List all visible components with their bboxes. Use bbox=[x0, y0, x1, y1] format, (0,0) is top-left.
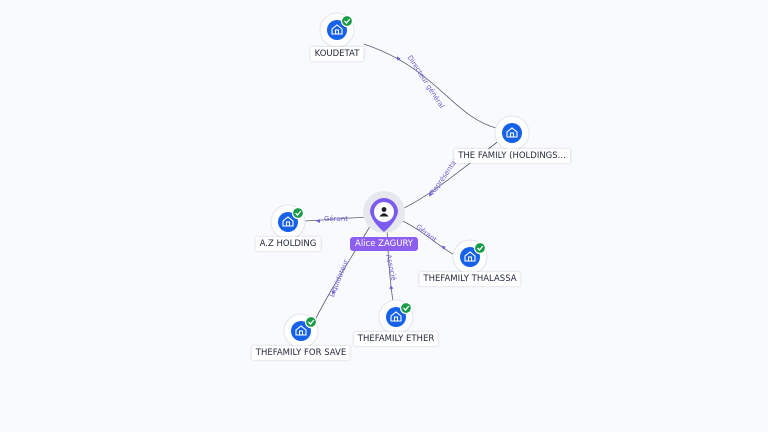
verified-check-icon bbox=[340, 14, 354, 28]
company-label-koudetat[interactable]: KOUDETAT bbox=[310, 47, 364, 61]
relation-edge-g-rant bbox=[397, 218, 457, 257]
relation-edge-g-rant bbox=[303, 216, 371, 222]
company-label-thefamily-thalassa[interactable]: THEFAMILY THALASSA bbox=[419, 272, 521, 286]
person-icon bbox=[379, 207, 389, 217]
company-node-koudetat[interactable] bbox=[319, 12, 355, 48]
company-node-thefamily-ether[interactable] bbox=[378, 299, 414, 335]
company-building-icon bbox=[390, 311, 402, 322]
verified-check-icon bbox=[399, 301, 413, 315]
company-node-thefamily-thalassa[interactable] bbox=[452, 239, 488, 275]
company-node-a-z-holding[interactable] bbox=[270, 204, 306, 240]
company-building-icon bbox=[506, 127, 518, 138]
relation-arrow-icon bbox=[331, 290, 336, 295]
relation-arrow-icon bbox=[441, 245, 446, 250]
company-node-the-family-holdings[interactable] bbox=[494, 115, 530, 151]
company-label-a-z-holding[interactable]: A.Z HOLDING bbox=[255, 237, 321, 251]
relation-arrow-icon bbox=[396, 56, 401, 61]
verified-check-icon bbox=[291, 206, 305, 220]
person-label[interactable]: Alice ZAGURY bbox=[350, 237, 418, 251]
relation-arrow-icon bbox=[428, 192, 433, 197]
relation-arrow-icon bbox=[389, 285, 394, 290]
relation-edge-associ bbox=[386, 226, 394, 302]
relation-label: Directeur général bbox=[406, 54, 446, 110]
company-building-icon bbox=[331, 24, 343, 35]
company-label-the-family-holdings[interactable]: THE FAMILY (HOLDINGS... bbox=[454, 149, 570, 163]
company-label-thefamily-for-save[interactable]: THEFAMILY FOR SAVE bbox=[251, 346, 351, 360]
person-node-alice-zagury[interactable] bbox=[363, 191, 405, 233]
verified-check-icon bbox=[304, 315, 318, 329]
company-node-thefamily-for-save[interactable] bbox=[283, 313, 319, 349]
company-building-icon bbox=[282, 216, 294, 227]
graph-nodes bbox=[270, 12, 530, 349]
relation-edge-directeur-g-n-ral bbox=[363, 43, 501, 130]
company-building-icon bbox=[464, 251, 476, 262]
relation-edge-liquidateur bbox=[313, 222, 373, 323]
relation-label: Associé bbox=[384, 254, 397, 282]
relation-label: Liquidateur bbox=[328, 258, 350, 298]
relation-label: Gérant bbox=[324, 215, 348, 223]
relation-arrow-icon bbox=[316, 219, 320, 223]
verified-check-icon bbox=[473, 241, 487, 255]
company-label-thefamily-ether[interactable]: THEFAMILY ETHER bbox=[353, 332, 439, 346]
company-building-icon bbox=[295, 325, 307, 336]
